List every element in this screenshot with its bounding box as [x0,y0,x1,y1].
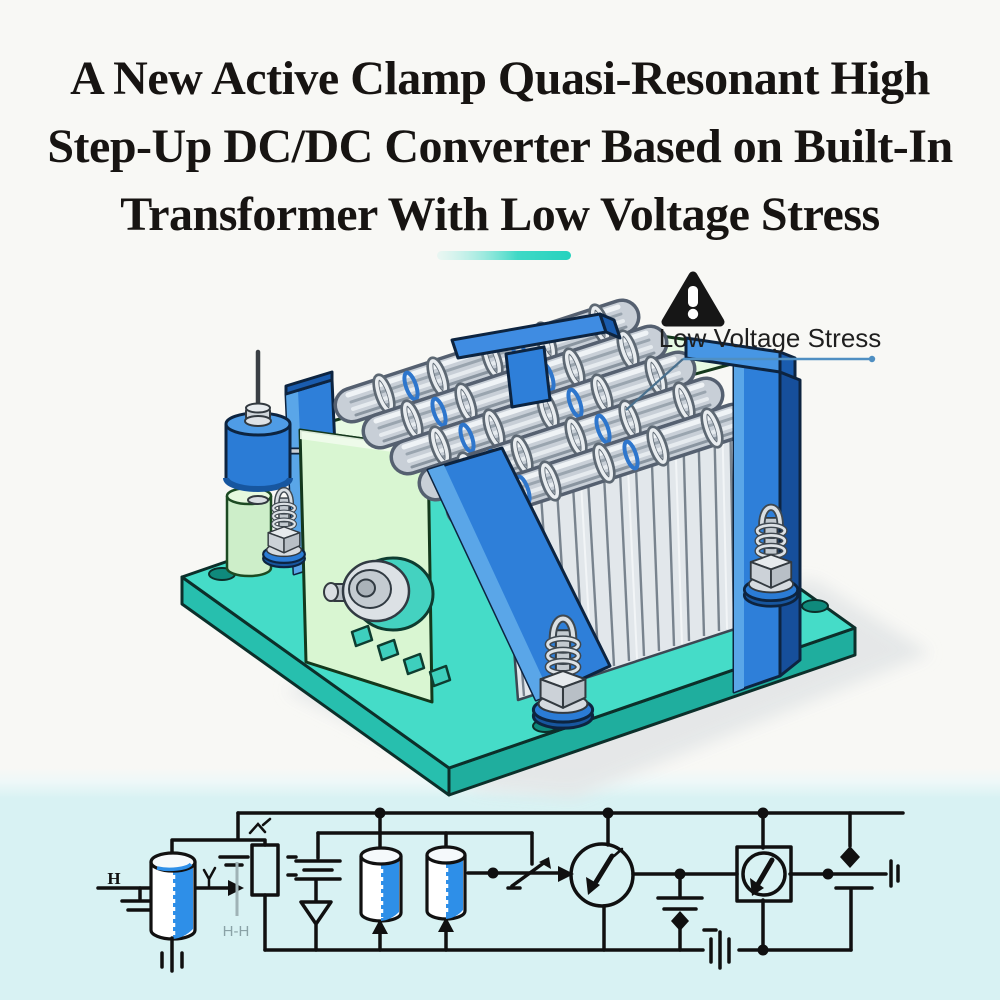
ground-symbol [160,936,184,973]
paper-title: A New Active Clamp Quasi-Resonant High S… [47,52,953,241]
up-arrow [372,919,388,934]
radial-capacitor [223,349,293,578]
circuit-schematic: H H-H [96,807,905,973]
diamond-arrow [840,846,860,868]
low-voltage-stress-callout: Low Voltage Stress [625,271,882,411]
callout-label: Low Voltage Stress [659,323,882,353]
top-clamp-bracket [450,312,622,409]
mounting-hole [801,599,829,613]
title-line-2: Step-Up DC/DC Converter Based on Built-I… [47,120,952,173]
bottom-bus-battery [702,928,731,970]
faded-label: H-H [223,923,250,940]
junction-dots [374,807,834,956]
up-arrow [438,917,454,932]
callout-leader-line [625,358,684,411]
warning-exclamation-dot [687,308,699,320]
faded-elements: H-H [223,862,250,940]
input-label: H [107,869,120,888]
warning-exclamation-bar [688,286,698,307]
diode-down [299,879,333,952]
battery-stack [286,831,342,881]
shaft-knob [323,556,435,632]
electrolytic-capacitor-3 [425,845,467,921]
meter-source-square [735,811,793,952]
green-cylinder [225,496,273,578]
right-arrow [558,866,574,882]
electrolytic-capacitor-1 [149,851,197,941]
transformer-illustration [180,305,930,798]
output-battery [788,811,900,952]
teal-divider [437,251,571,260]
electrolytic-capacitor-2 [359,846,403,923]
gear-teeth [350,624,452,688]
diamond-arrow [671,911,689,931]
title-line-1: A New Active Clamp Quasi-Resonant High [70,52,930,105]
callout-endpoint-dot [868,355,876,363]
title-line-3: Transformer With Low Voltage Stress [120,188,879,241]
